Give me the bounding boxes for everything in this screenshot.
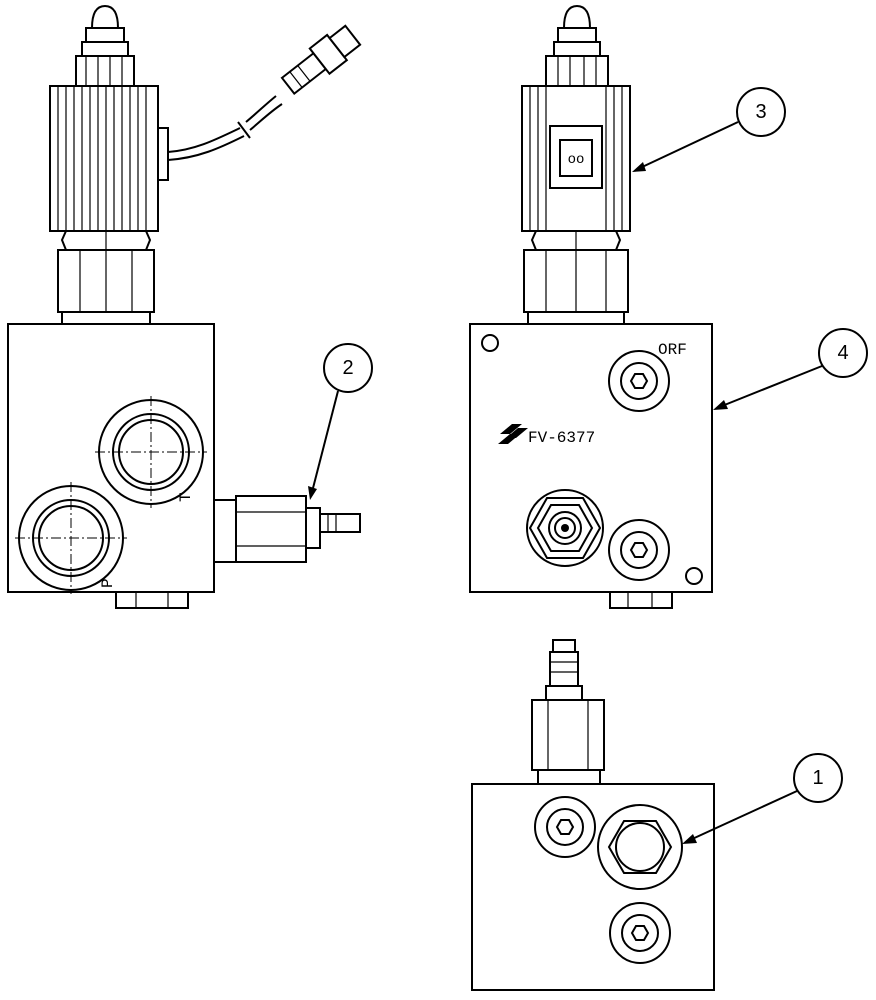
tank-port-label: T [177, 492, 195, 502]
coil-cap-front [546, 6, 608, 86]
manifold-block-front [470, 324, 712, 608]
cartridge-hex-nut [58, 231, 154, 324]
end-fitting [532, 640, 604, 784]
tank-port [95, 396, 207, 508]
hex-socket-plug-icon [609, 351, 669, 411]
solenoid-coil-front: oo [522, 86, 630, 231]
callout-3: 3 [632, 88, 785, 172]
callout-4: 4 [713, 329, 867, 410]
part-number: FV-6377 [528, 429, 595, 447]
valve-front-view: oo ORF FV-6 [470, 6, 712, 608]
callout-2-label: 2 [342, 357, 353, 379]
manifold-block-side [8, 324, 214, 608]
coil-cap [76, 6, 134, 86]
pressure-port [15, 482, 127, 594]
port-fitting-icon [214, 496, 360, 562]
callout-1-label: 1 [812, 767, 823, 789]
cartridge-hex-nut-front [524, 231, 628, 324]
callout-3-label: 3 [755, 101, 766, 123]
hex-port-plug [598, 805, 682, 889]
pressure-port-label: P [99, 578, 117, 588]
callout-1: 1 [682, 754, 842, 844]
electrical-connector-icon [168, 23, 363, 160]
hex-socket-plug-icon [610, 903, 670, 963]
coil-terminal-symbol: oo [568, 152, 585, 168]
hex-socket-plug-icon [535, 797, 595, 857]
solenoid-coil [50, 86, 168, 231]
callout-2: 2 [308, 344, 372, 500]
adjustment-cartridge [527, 490, 603, 566]
hex-socket-plug-icon [609, 520, 669, 580]
orifice-port-label: ORF [658, 341, 687, 359]
valve-end-view [472, 640, 714, 990]
callout-4-label: 4 [837, 342, 848, 364]
valve-side-view: T P [8, 6, 363, 608]
manufacturer-logo-icon [498, 424, 528, 444]
